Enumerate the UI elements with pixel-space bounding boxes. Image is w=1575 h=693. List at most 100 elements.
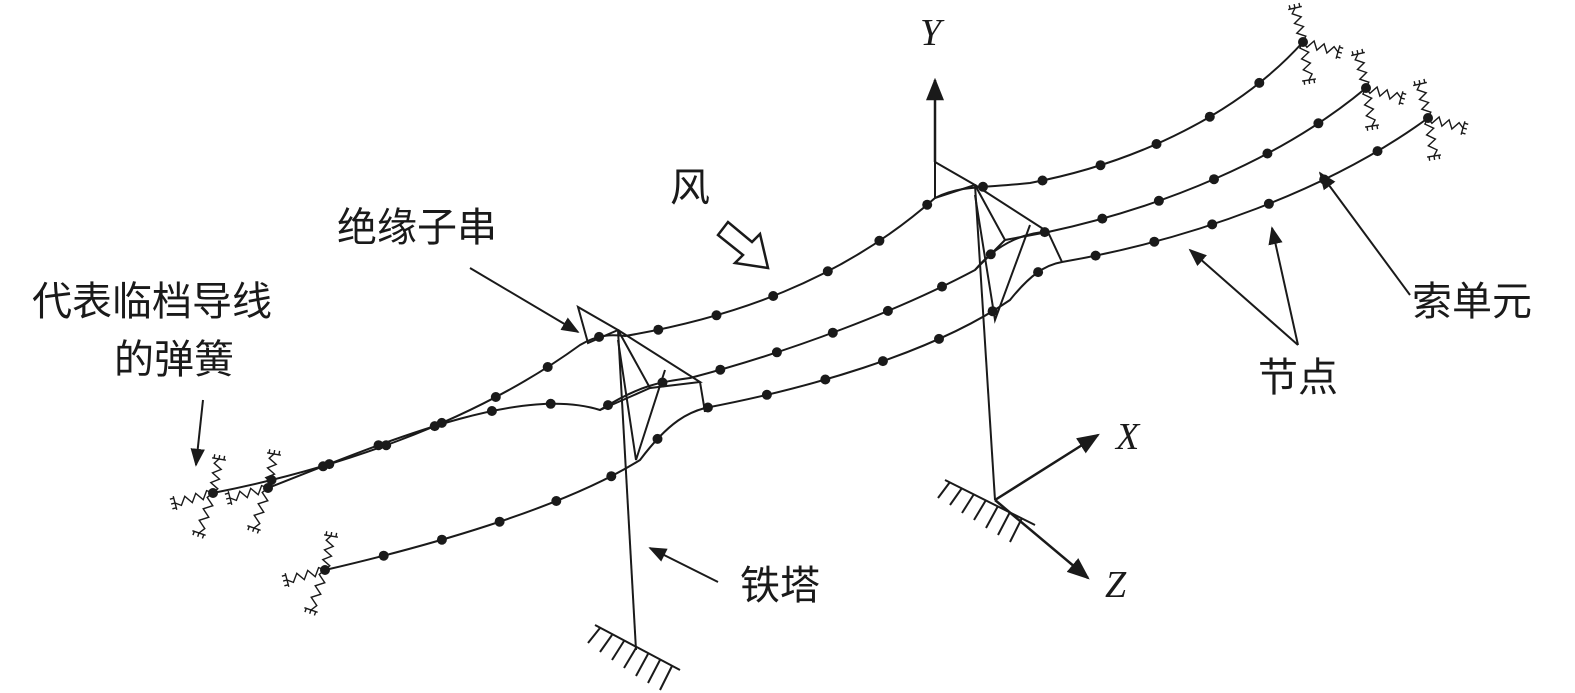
leader-lines: [190, 171, 1411, 583]
end-springs: [169, 2, 1469, 616]
cable-node: [1262, 148, 1273, 159]
cable-node: [266, 475, 277, 485]
spring-coil: [1291, 7, 1307, 43]
spring-ground-hatch: [304, 607, 318, 616]
cable-node: [1149, 236, 1160, 247]
left-tower: [576, 304, 706, 651]
cable-node: [545, 398, 556, 409]
spring-coil: [310, 569, 326, 611]
cable-node: [1153, 195, 1164, 206]
cable-node: [820, 374, 831, 385]
cable-node: [318, 461, 329, 472]
insulator-label: 绝缘子串: [337, 205, 497, 251]
conductor-lower: [324, 117, 1429, 571]
spring-ground-hatch: [1364, 124, 1380, 131]
spring-coil: [174, 489, 214, 507]
axes: [926, 77, 1100, 580]
cable-node: [551, 496, 562, 506]
cable-node: [1097, 213, 1108, 224]
spring-ground-hatch: [192, 530, 206, 539]
spring-coil: [253, 487, 269, 529]
spring-ground-hatch: [1398, 91, 1407, 105]
spring-ground-hatch: [1301, 78, 1317, 85]
spring-ground-hatch: [1335, 45, 1344, 59]
right-tower-ground: [937, 479, 1036, 543]
spring-ground-hatch: [1426, 154, 1442, 161]
spring-coil: [1298, 41, 1314, 81]
spring-leader: [190, 399, 205, 467]
spring-coil: [286, 566, 326, 584]
spring-coil: [1365, 85, 1402, 101]
cable-node: [381, 440, 392, 451]
spring-coil: [1302, 39, 1339, 55]
wind-arrow-icon: [716, 220, 770, 270]
cable-node: [378, 550, 389, 561]
spring-coil: [1416, 83, 1432, 119]
cable-node: [934, 333, 944, 344]
node-leader-1: [1188, 248, 1299, 346]
cable-node: [922, 199, 933, 210]
node-label: 节点: [1258, 355, 1338, 401]
spring-ground-hatch: [247, 525, 261, 534]
cable-node: [494, 516, 505, 527]
spring-ground-hatch: [1288, 2, 1302, 11]
cable-node: [882, 305, 893, 316]
cable-node: [653, 324, 664, 335]
y-axis-label: Y: [920, 12, 942, 54]
cable-node: [1313, 118, 1324, 129]
spring-ground-hatch: [323, 531, 339, 538]
right-tower: [934, 160, 1063, 501]
spring-coil: [209, 458, 223, 494]
cable-node: [711, 310, 722, 321]
tower-leader: [648, 547, 719, 583]
spring-coil: [198, 492, 214, 534]
cable-node: [1254, 77, 1265, 88]
conductor-middle: [267, 87, 1367, 489]
cable-node: [1207, 219, 1218, 230]
cable-node: [1209, 174, 1219, 185]
cable-node: [761, 389, 772, 400]
cable-node: [937, 281, 947, 292]
spring-ground-hatch: [281, 573, 290, 587]
cable-node: [822, 266, 833, 277]
z-axis-arrow: [994, 499, 1090, 580]
cable-element-label: 索单元: [1412, 279, 1532, 325]
cable-node: [771, 347, 782, 358]
spring-coil: [1354, 53, 1370, 89]
spring-ground-hatch: [1413, 78, 1427, 87]
cable-node: [1095, 160, 1106, 171]
spring-ground-hatch: [1460, 121, 1469, 135]
spring-coil: [1427, 115, 1464, 131]
insulator-leader: [469, 267, 580, 333]
cable-node: [1263, 198, 1274, 209]
cable-node: [1372, 146, 1383, 157]
z-axis-label: Z: [1105, 564, 1127, 606]
spring-ground-hatch: [266, 449, 282, 456]
spring-ground-hatch: [211, 454, 227, 461]
spring-ground-hatch: [224, 491, 233, 505]
node-leader-2: [1268, 226, 1299, 346]
cable-node: [436, 534, 447, 545]
cable-node: [1033, 267, 1044, 278]
cable-node: [1037, 175, 1048, 186]
cable-node: [715, 364, 726, 375]
spring-ground-hatch: [169, 496, 178, 510]
cable-node: [874, 235, 885, 246]
cable-node: [606, 471, 617, 482]
left-tower-ground: [587, 624, 681, 691]
cable-node: [373, 440, 384, 451]
spring-label-line2: 的弹簧: [114, 337, 234, 383]
cable-node: [429, 421, 440, 432]
tower-label: 铁塔: [740, 563, 820, 609]
spring-coil: [1361, 87, 1377, 127]
conductors: [212, 41, 1429, 571]
x-axis-label: X: [1116, 416, 1140, 458]
cable-node: [490, 392, 501, 402]
wind-label: 风: [670, 165, 710, 211]
spring-coil: [264, 453, 278, 489]
cable-node: [542, 362, 553, 372]
spring-label-line1: 代表临档导线: [32, 279, 272, 325]
spring-coil: [229, 484, 269, 502]
spring-ground-hatch: [1351, 48, 1365, 57]
